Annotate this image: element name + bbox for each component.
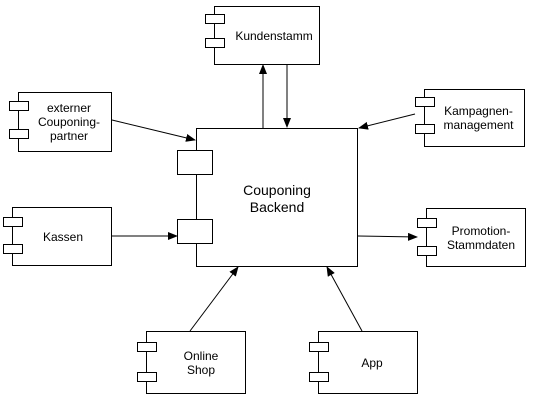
component-couponing-backend-label: Couponing Backend — [243, 182, 311, 215]
component-kassen-port-bottom — [3, 244, 23, 254]
component-couponing-backend: Couponing Backend — [196, 128, 358, 267]
component-kampagnenmanagement: Kampagnen- management — [424, 89, 525, 147]
component-onlineshop-port-bottom — [137, 372, 157, 382]
component-app-port-top — [309, 342, 329, 352]
component-app-port-bottom — [309, 372, 329, 382]
component-kassen: Kassen — [12, 207, 112, 266]
edge-kampagnen-to-backend — [358, 113, 416, 130]
component-kundenstamm-port-bottom — [205, 38, 225, 48]
component-kampagnen-port-top — [415, 97, 435, 107]
component-kassen-port-top — [3, 217, 23, 227]
component-promotion-stammdaten-label: Promotion- Stammdaten — [446, 223, 516, 252]
component-onlineshop-port-top — [137, 342, 157, 352]
component-promotion-port-top — [417, 218, 437, 228]
component-kampagnenmanagement-label: Kampagnen- management — [443, 104, 514, 132]
component-kundenstamm: Kundenstamm — [214, 6, 320, 65]
component-app-label: App — [361, 355, 383, 370]
edge-app-to-backend — [326, 266, 363, 332]
component-kassen-label: Kassen — [42, 229, 84, 244]
backend-port-upper — [177, 150, 213, 175]
component-online-shop: Online Shop — [146, 331, 246, 394]
component-promotion-stammdaten: Promotion- Stammdaten — [426, 208, 526, 267]
component-kundenstamm-label: Kundenstamm — [235, 28, 313, 43]
component-app: App — [318, 331, 418, 394]
component-externer-port-bottom — [9, 129, 29, 139]
component-promotion-port-bottom — [417, 246, 437, 256]
component-externer-couponing-partner: externer Couponing- partner — [18, 92, 112, 152]
backend-port-lower — [177, 219, 213, 244]
edge-externer-to-backend — [111, 119, 196, 142]
component-externer-port-top — [9, 101, 29, 111]
component-kundenstamm-port-top — [205, 14, 225, 24]
edge-onlineshop-to-backend — [189, 266, 239, 332]
edge-backend-to-promotion — [357, 232, 418, 241]
component-externer-couponing-partner-label: externer Couponing- partner — [37, 101, 101, 143]
component-online-shop-label: Online Shop — [183, 348, 219, 377]
component-kampagnen-port-bottom — [415, 124, 435, 134]
